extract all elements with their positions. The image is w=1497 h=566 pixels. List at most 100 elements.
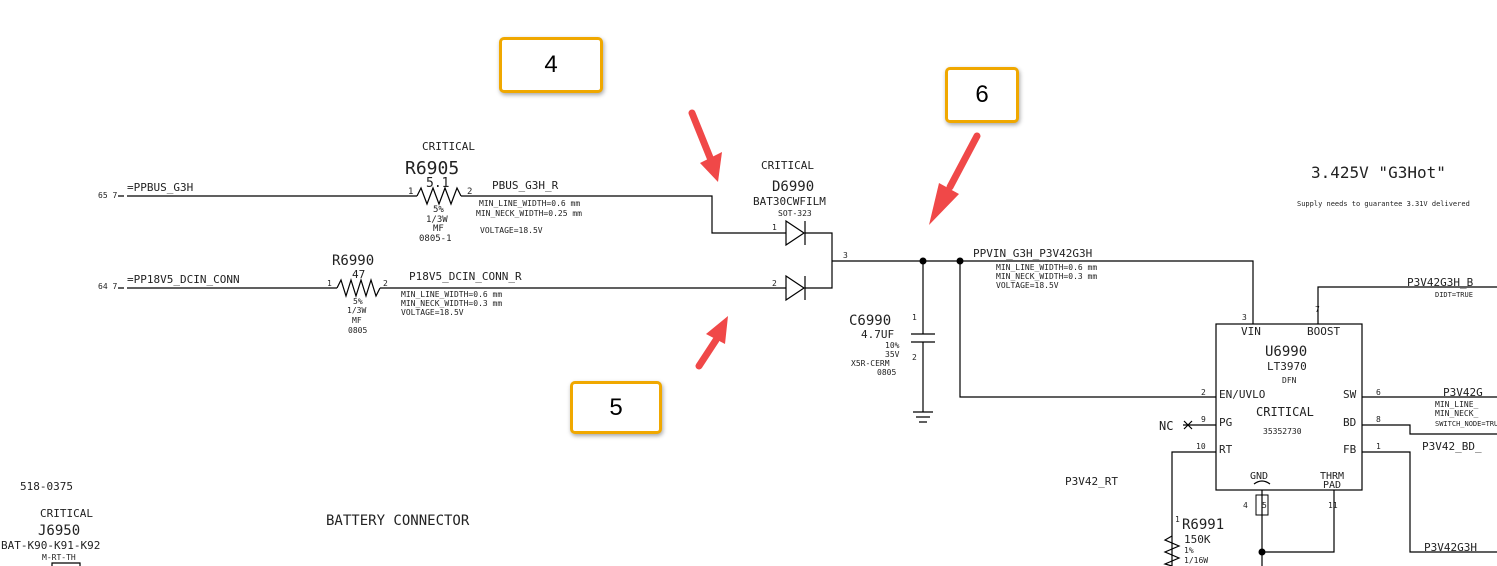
svg-text:4.7UF: 4.7UF [861,328,894,341]
svg-text:PPVIN_G3H_P3V42G3H: PPVIN_G3H_P3V42G3H [973,247,1092,260]
section-label: BATTERY CONNECTOR [326,513,470,529]
svg-text:PBUS_G3H_R: PBUS_G3H_R [492,179,559,192]
svg-text:MIN_NECK_WIDTH=0.3 mm: MIN_NECK_WIDTH=0.3 mm [996,272,1097,281]
svg-text:THRM: THRM [1320,471,1344,482]
net-p18v5-r: P18V5_DCIN_CONN_R MIN_LINE_WIDTH=0.6 mm … [380,270,786,317]
svg-text:CRITICAL: CRITICAL [1256,405,1314,419]
supply-title: 3.425V "G3Hot" [1311,163,1446,182]
capacitor-c6990: C6990 4.7UF 10% 35V X5R-CERM 0805 1 2 [849,261,935,423]
svg-text:P3V42G: P3V42G [1443,386,1483,399]
svg-text:MIN_NECK_: MIN_NECK_ [1435,409,1479,418]
svg-text:PAD: PAD [1323,480,1341,491]
svg-text:EN/UVLO: EN/UVLO [1219,388,1265,401]
svg-text:MIN_LINE_WIDTH=0.6 mm: MIN_LINE_WIDTH=0.6 mm [401,290,502,299]
resistor-r6990: R6990 47 1 2 5% 1/3W MF 0805 [327,253,388,335]
svg-text:0805: 0805 [877,368,896,377]
svg-text:2: 2 [1201,388,1206,397]
net-ppbus: 65 7 =PPBUS_G3H [98,181,417,200]
svg-text:2: 2 [912,353,917,362]
svg-text:0805: 0805 [348,326,367,335]
svg-text:MIN_NECK_WIDTH=0.3 mm: MIN_NECK_WIDTH=0.3 mm [401,299,502,308]
svg-text:MIN_NECK_WIDTH=0.25 mm: MIN_NECK_WIDTH=0.25 mm [476,209,582,218]
svg-text:VOLTAGE=18.5V: VOLTAGE=18.5V [996,281,1059,290]
svg-text:2: 2 [772,279,777,288]
svg-text:C6990: C6990 [849,313,891,329]
svg-text:11: 11 [1328,501,1338,510]
svg-text:PG: PG [1219,416,1232,429]
svg-text:MIN_LINE_WIDTH=0.6 mm: MIN_LINE_WIDTH=0.6 mm [479,199,580,208]
svg-text:P18V5_DCIN_CONN_R: P18V5_DCIN_CONN_R [409,270,522,283]
svg-text:R6990: R6990 [332,253,374,269]
svg-text:CRITICAL: CRITICAL [422,140,475,153]
svg-text:R6991: R6991 [1182,517,1224,533]
net-ppvin: PPVIN_G3H_P3V42G3H MIN_LINE_WIDTH=0.6 mm… [959,247,1254,398]
svg-text:VOLTAGE=18.5V: VOLTAGE=18.5V [480,226,543,235]
net-pp18v5: 64 7 =PP18V5_DCIN_CONN [98,273,337,291]
svg-text:GND: GND [1250,471,1268,482]
svg-text:65 7: 65 7 [98,191,117,200]
svg-text:SWITCH_NODE=TRUE: SWITCH_NODE=TRUE [1435,420,1497,428]
no-connect-pg: NC [1159,419,1193,433]
svg-text:6: 6 [1376,388,1381,397]
svg-text:MIN_LINE_: MIN_LINE_ [1435,400,1479,409]
svg-text:35352730: 35352730 [1263,427,1302,436]
svg-text:1: 1 [408,187,413,197]
svg-text:M-RT-TH: M-RT-TH [42,553,76,562]
arrow-icon [695,316,728,370]
svg-text:CRITICAL: CRITICAL [40,507,93,520]
svg-text:NC: NC [1159,419,1173,433]
svg-text:MF: MF [433,224,444,234]
net-pbus-r: PBUS_G3H_R MIN_LINE_WIDTH=0.6 mm MIN_NEC… [461,179,786,235]
svg-text:64 7: 64 7 [98,282,117,291]
svg-text:1: 1 [772,223,777,232]
svg-text:5: 5 [1262,501,1267,510]
svg-text:P3V42G3H: P3V42G3H [1424,541,1477,554]
resistor-r6905: CRITICAL R6905 5.1 1 2 5% 1/3W MF 0805-1 [405,140,475,244]
svg-text:1/3W: 1/3W [347,306,366,315]
svg-text:1: 1 [1175,515,1180,524]
svg-text:MF: MF [352,316,362,325]
svg-text:U6990: U6990 [1265,344,1307,360]
svg-text:SOT-323: SOT-323 [778,209,812,218]
svg-text:=PPBUS_G3H: =PPBUS_G3H [127,181,193,194]
svg-text:BOOST: BOOST [1307,325,1340,338]
svg-text:J6950: J6950 [38,523,80,539]
resistor-r6991: 1 R6991 150K 1% 1/16W [1163,515,1224,566]
svg-text:5.1: 5.1 [426,176,449,191]
svg-text:8: 8 [1376,415,1381,424]
svg-text:0805-1: 0805-1 [419,234,452,244]
svg-text:3: 3 [1242,313,1247,322]
arrow-icon [688,109,722,182]
svg-text:DIDT=TRUE: DIDT=TRUE [1435,291,1473,299]
svg-text:FB: FB [1343,443,1357,456]
svg-text:9: 9 [1201,415,1206,424]
svg-text:MIN_LINE_WIDTH=0.6 mm: MIN_LINE_WIDTH=0.6 mm [996,263,1097,272]
svg-text:SW: SW [1343,388,1357,401]
callout-6: 6 [945,67,1019,123]
svg-text:1%: 1% [1184,546,1194,555]
svg-text:P3V42_RT: P3V42_RT [1065,475,1118,488]
svg-text:10: 10 [1196,442,1206,451]
svg-text:D6990: D6990 [772,179,814,195]
svg-text:3: 3 [843,251,848,260]
svg-text:P3V42G3H_B: P3V42G3H_B [1407,276,1474,289]
svg-text:P3V42_BD_: P3V42_BD_ [1422,440,1482,453]
svg-text:DFN: DFN [1282,376,1297,385]
callout-4: 4 [499,37,603,93]
svg-text:10%: 10% [885,341,900,350]
arrow-icon [929,132,981,225]
svg-text:1: 1 [912,313,917,322]
supply-note: Supply needs to guarantee 3.31V delivere… [1297,200,1470,208]
svg-text:35V: 35V [885,350,900,359]
svg-text:150K: 150K [1184,533,1211,546]
svg-text:1/3W: 1/3W [426,215,448,225]
svg-text:CRITICAL: CRITICAL [761,159,814,172]
svg-text:47: 47 [352,268,365,281]
svg-text:1: 1 [1376,442,1381,451]
svg-text:2: 2 [383,279,388,288]
svg-text:R6905: R6905 [405,158,459,179]
svg-text:BD: BD [1343,416,1356,429]
svg-text:BAT-K90-K91-K92: BAT-K90-K91-K92 [1,539,100,552]
diode-d6990: CRITICAL D6990 BAT30CWFILM SOT-323 1 2 3 [753,159,960,302]
ic-u6990: VIN BOOST U6990 LT3970 DFN EN/UVLO SW CR… [1171,286,1497,566]
